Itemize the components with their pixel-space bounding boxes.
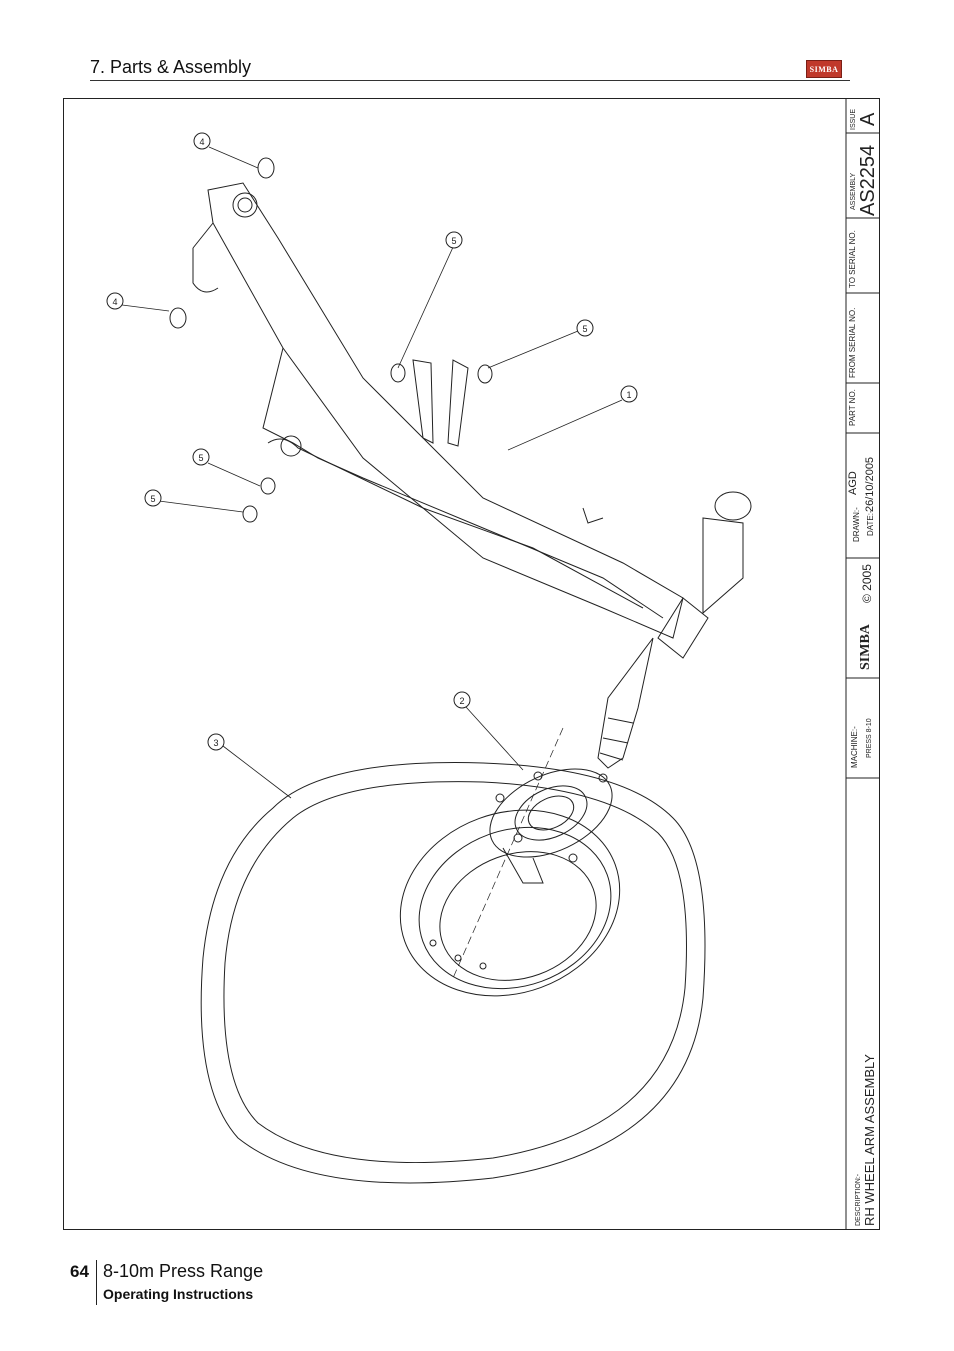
- drawn-value: AGD: [847, 471, 859, 495]
- drawn-label: DRAWN:-: [852, 507, 861, 542]
- callout-4b: 4: [106, 292, 124, 310]
- callout-4a: 4: [193, 132, 211, 150]
- callout-label: 3: [213, 738, 218, 748]
- from-serial-label: FROM SERIAL NO.: [848, 308, 857, 378]
- callout-label: 4: [199, 137, 204, 147]
- callout-label: 2: [459, 696, 464, 706]
- logo-text: SIMBA: [809, 64, 839, 74]
- callout-5a: 5: [445, 231, 463, 249]
- callout-1: 1: [620, 385, 638, 403]
- callout-5d: 5: [144, 489, 162, 507]
- callout-5b: 5: [576, 319, 594, 337]
- assembly-label: ASSEMBLY: [850, 172, 857, 210]
- callout-label: 4: [112, 297, 117, 307]
- to-serial-label: TO SERIAL NO.: [848, 230, 857, 288]
- copyright-text: © 2005: [860, 564, 874, 603]
- callout-2: 2: [453, 691, 471, 709]
- date-label: DATE:-: [866, 510, 875, 536]
- wheel-arm: [192, 182, 752, 769]
- callout-markers: 4 4 5 5 5 5 1 2 3: [106, 132, 638, 751]
- callout-3: 3: [207, 733, 225, 751]
- parts-drawing: 4 4 5 5 5 5 1 2 3 ISSUE A ASSEMBLY AS225…: [106, 98, 880, 1230]
- description-value: RH WHEEL ARM ASSEMBLY: [862, 1054, 877, 1226]
- company-logo-text: SIMBA: [858, 623, 873, 670]
- simba-logo: SIMBA: [806, 60, 842, 78]
- callout-label: 5: [150, 494, 155, 504]
- part-no-label: PART NO.: [848, 389, 857, 426]
- footer-subtitle: Operating Instructions: [103, 1286, 254, 1302]
- machine-value: PRESS 8-10: [866, 718, 873, 758]
- description-label: DESCRIPTION:-: [855, 1173, 862, 1226]
- date-value: 26/10/2005: [864, 457, 876, 512]
- header-divider: [90, 80, 850, 81]
- page-number: 64: [70, 1262, 89, 1281]
- callout-label: 5: [582, 324, 587, 334]
- footer-divider: [96, 1260, 97, 1305]
- callout-label: 1: [626, 390, 631, 400]
- drawing-frame: [63, 98, 880, 1230]
- wheel-hub: [489, 768, 613, 884]
- assembly-value: AS2254: [857, 145, 879, 216]
- issue-value: A: [857, 112, 879, 126]
- callout-label: 5: [198, 453, 203, 463]
- wheel-tyre: [200, 762, 706, 1184]
- section-title: 7. Parts & Assembly: [90, 57, 252, 77]
- issue-label: ISSUE: [850, 109, 857, 130]
- machine-label: MACHINE:-: [850, 726, 859, 768]
- footer-title: 8-10m Press Range: [103, 1261, 264, 1281]
- callout-5c: 5: [192, 448, 210, 466]
- callout-label: 5: [451, 236, 456, 246]
